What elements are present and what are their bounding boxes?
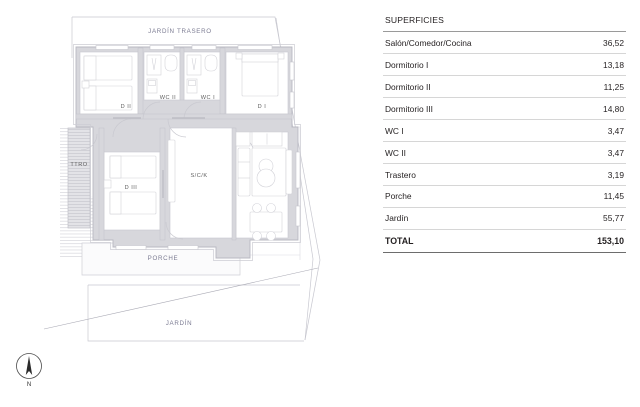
total-value: 153,10 xyxy=(563,228,626,253)
surface-row-label: WC I xyxy=(383,119,564,142)
label-wc-1: WC I xyxy=(201,95,215,101)
total-label: TOTAL xyxy=(383,228,564,253)
surface-row-value: 3,19 xyxy=(563,163,626,186)
door-swings xyxy=(80,101,255,240)
surface-row-label: Jardín xyxy=(383,207,564,230)
furniture-wc-1 xyxy=(186,54,218,94)
surface-row-label: Dormitorio III xyxy=(383,97,564,120)
surface-row-value: 14,80 xyxy=(563,97,626,120)
surface-row-label: Dormitorio I xyxy=(383,53,564,76)
label-bedroom-2: D II xyxy=(121,104,132,110)
compass-north-letter: N xyxy=(27,382,31,388)
furniture-living-room xyxy=(235,131,287,197)
north-arrow-icon: N xyxy=(16,353,42,388)
table-header-row: SUPERFICIES xyxy=(383,14,626,32)
surface-row-value: 55,77 xyxy=(563,207,626,230)
label-bedroom-1: D I xyxy=(258,104,267,110)
floor-plan-svg: JARDÍN TRASERO PORCHE JARDÍN D II WC II … xyxy=(16,16,321,388)
window-openings xyxy=(95,45,301,250)
furniture-kitchen-counter xyxy=(167,139,293,203)
surface-row-value: 36,52 xyxy=(563,31,626,54)
furniture-bedroom-3 xyxy=(103,155,157,215)
furniture-bedroom-1 xyxy=(235,52,285,97)
surface-row-label: Dormitorio II xyxy=(383,75,564,98)
surface-row-value: 3,47 xyxy=(563,141,626,164)
label-wc-2: WC II xyxy=(160,95,176,101)
surface-row-label: Porche xyxy=(383,185,564,208)
furniture-wc-2 xyxy=(146,54,178,94)
furniture-dining xyxy=(249,203,283,241)
surface-row-value: 11,45 xyxy=(563,185,626,208)
surface-row-value: 13,18 xyxy=(563,53,626,76)
surface-row-value: 11,25 xyxy=(563,75,626,98)
label-storage: TTRO xyxy=(70,162,87,168)
label-living: S/C/K xyxy=(190,173,207,179)
label-rear-garden: JARDÍN TRASERO xyxy=(148,28,212,35)
label-porch: PORCHE xyxy=(148,255,179,262)
floor-plan-drawing: JARDÍN TRASERO PORCHE JARDÍN D II WC II … xyxy=(16,16,321,388)
surface-row-label: Trastero xyxy=(383,163,564,186)
storage-ttro xyxy=(67,127,91,229)
surface-row-value: 3,47 xyxy=(563,119,626,142)
label-bedroom-3: D III xyxy=(125,185,138,191)
furniture-bedroom-2 xyxy=(81,55,133,111)
label-garden: JARDÍN xyxy=(166,320,193,327)
table-header-label: SUPERFICIES xyxy=(383,14,626,32)
surface-row-label: Salón/Comedor/Cocina xyxy=(383,31,564,54)
surface-row-label: WC II xyxy=(383,141,564,164)
